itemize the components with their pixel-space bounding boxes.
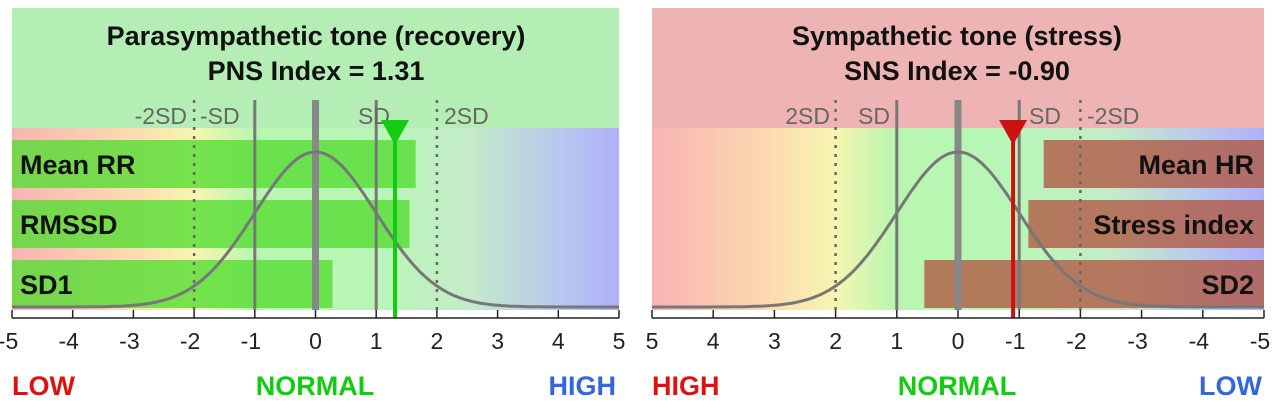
pns-marker-triangle (381, 120, 410, 145)
pns-panel: Parasympathetic tone (recovery) PNS Inde… (0, 8, 625, 401)
sns-tick-label: -4 (1189, 328, 1210, 354)
sns-sd-label-neg1: SD (1029, 103, 1061, 129)
sns-bar-sd2 (924, 260, 1264, 308)
sns-tick-label: 3 (768, 328, 781, 354)
pns-tick-label: -1 (241, 328, 261, 354)
pns-bar-label: SD1 (20, 270, 73, 300)
pns-tick-label: 1 (370, 328, 383, 354)
pns-x-axis: -5 -4 -3 -2 -1 0 1 2 3 4 5 (0, 310, 625, 354)
pns-tick-label: -2 (180, 328, 200, 354)
sns-tick-label: 5 (646, 328, 659, 354)
sns-marker-triangle (999, 120, 1028, 145)
pns-bottom-normal: NORMAL (256, 371, 374, 401)
sns-subtitle: SNS Index = -0.90 (844, 56, 1070, 86)
sns-bottom-high: HIGH (652, 371, 720, 401)
sns-tick-label: -3 (1127, 328, 1147, 354)
sns-tick-label: 0 (952, 328, 965, 354)
pns-sd-label-pos2: 2SD (444, 103, 489, 129)
pns-subtitle: PNS Index = 1.31 (208, 56, 425, 86)
sns-tick-label: -5 (1250, 328, 1270, 354)
pns-bar-rmssd (12, 200, 410, 248)
pns-index-marker (381, 120, 410, 318)
sns-title: Sympathetic tone (stress) (792, 21, 1122, 51)
pns-normal-curve (12, 150, 619, 309)
pns-tick-label: -3 (119, 328, 139, 354)
pns-tick-label: 0 (309, 328, 322, 354)
sns-tick-label: 4 (707, 328, 720, 354)
pns-bottom-high: HIGH (549, 371, 617, 401)
sns-bar-stress-index (1028, 200, 1264, 248)
sns-index-marker (999, 120, 1028, 318)
pns-tick-label: -5 (0, 328, 18, 354)
pns-bars: Mean RR RMSSD SD1 (12, 140, 416, 308)
sns-bar-label: Stress index (1093, 210, 1254, 240)
sns-sd-label-pos1: SD (858, 103, 890, 129)
pns-title: Parasympathetic tone (recovery) (107, 21, 526, 51)
sns-sd-label-neg2: -2SD (1087, 103, 1139, 129)
pns-tick-label: 2 (431, 328, 444, 354)
sns-sd-lines (834, 100, 1082, 310)
pns-bottom-low: LOW (12, 371, 75, 401)
pns-bar-label: Mean RR (20, 150, 136, 180)
sns-sd-label-pos2: 2SD (785, 103, 830, 129)
pns-tick-label: 3 (491, 328, 504, 354)
sns-tick-label: 2 (829, 328, 842, 354)
pns-bar-mean-rr (12, 140, 416, 188)
pns-bar-label: RMSSD (20, 210, 118, 240)
pns-tick-label: 4 (552, 328, 565, 354)
sns-bottom-low: LOW (1199, 371, 1262, 401)
pns-sd-label-neg1: -SD (200, 103, 240, 129)
sns-bar-label: SD2 (1201, 270, 1254, 300)
pns-sd-lines (192, 100, 439, 310)
sns-normal-curve (652, 150, 1264, 309)
sns-x-axis: 5 4 3 2 1 0 -1 -2 -3 -4 -5 (646, 310, 1270, 354)
pns-tick-label: -4 (58, 328, 79, 354)
sns-bottom-normal: NORMAL (898, 371, 1016, 401)
sns-panel: Sympathetic tone (stress) SNS Index = -0… (646, 8, 1270, 401)
sns-tick-label: 1 (890, 328, 903, 354)
pns-bar-sd1 (12, 260, 333, 308)
pns-tick-label: 5 (613, 328, 626, 354)
pns-sd-label-neg2: -2SD (135, 103, 187, 129)
sns-tick-label: -1 (1005, 328, 1025, 354)
sns-bar-label: Mean HR (1138, 150, 1254, 180)
sns-tick-label: -2 (1066, 328, 1086, 354)
